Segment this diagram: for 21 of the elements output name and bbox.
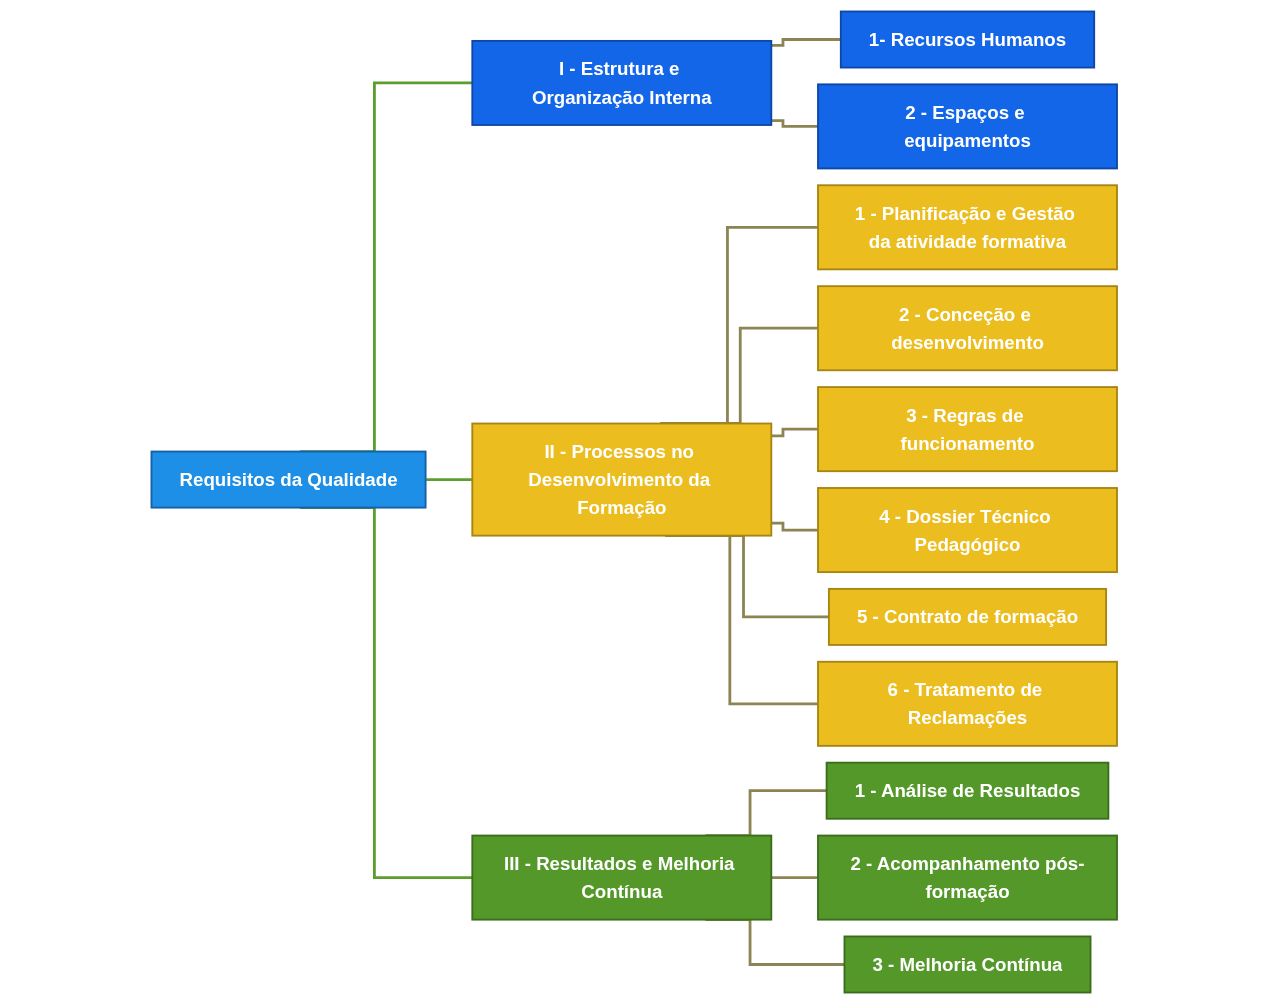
node-box: II - Processos no Desenvolvimento da Formação — [471, 422, 772, 537]
connector — [771, 876, 818, 879]
connector — [771, 427, 818, 438]
node-box: 6 - Tratamento de Reclamações — [816, 660, 1118, 747]
node-box: 1- Recursos Humanos — [839, 10, 1095, 69]
connector — [771, 119, 818, 128]
node-box: 2 - Acompanhamento pós-formação — [816, 834, 1118, 921]
connector — [425, 478, 473, 481]
node-box: 2 - Espaços e equipamentos — [816, 83, 1118, 170]
node-box: 3 - Regras de funcionamento — [816, 386, 1118, 473]
node-box: 3 - Melhoria Contínua — [843, 935, 1092, 994]
connector — [771, 38, 841, 47]
node-box: I - Estrutura e Organização Interna — [471, 39, 772, 126]
node-box: III - Resultados e Melhoria Contínua — [471, 834, 772, 921]
connector — [771, 521, 818, 532]
node-box: 1 - Planificação e Gestão da atividade formativa — [816, 184, 1118, 271]
node-box: 2 - Conceção e desenvolvimento — [816, 285, 1118, 372]
node-box: Requisitos da Qualidade — [150, 450, 427, 509]
node-box: 5 - Contrato de formação — [827, 587, 1107, 646]
node-box: 4 - Dossier Técnico Pedagógico — [816, 487, 1118, 573]
node-box: 1 - Análise de Resultados — [825, 761, 1110, 820]
